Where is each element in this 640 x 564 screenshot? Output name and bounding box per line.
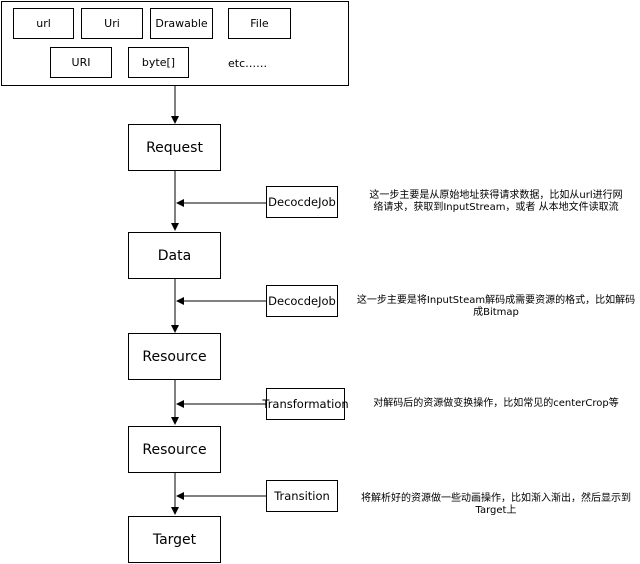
note-transition-line2: Target上: [475, 505, 517, 516]
source-byte-array: byte[]: [128, 47, 189, 78]
note-decode-2-line1: 这一步主要是将InputSteam解码成需要资源的格式，比如解码: [356, 295, 636, 306]
stage-target: Target: [128, 516, 221, 563]
note-transformation: 对解码后的资源做变换操作，比如常见的centerCrop等: [352, 398, 640, 410]
note-decode-1-line1: 这一步主要是从原始地址获得请求数据，比如从url进行网: [369, 190, 623, 201]
source-uri-java: URI: [50, 47, 112, 78]
step-decode-job-2: DecocdeJob: [266, 285, 338, 317]
source-url: url: [13, 8, 74, 39]
note-decode-2: 这一步主要是将InputSteam解码成需要资源的格式，比如解码 成Bitmap: [352, 295, 640, 319]
stage-resource-2: Resource: [128, 426, 221, 473]
note-decode-1: 这一步主要是从原始地址获得请求数据，比如从url进行网 络请求，获取到Input…: [352, 190, 640, 214]
step-transition: Transition: [266, 480, 338, 512]
note-transition: 将解析好的资源做一些动画操作，比如渐入渐出，然后显示到 Target上: [352, 493, 640, 517]
note-transformation-line1: 对解码后的资源做变换操作，比如常见的centerCrop等: [373, 398, 619, 409]
step-decode-job-1: DecocdeJob: [266, 186, 338, 218]
step-transformation: Transformation: [262, 388, 349, 420]
source-uri: Uri: [81, 8, 143, 39]
stage-data: Data: [128, 232, 221, 279]
stage-request: Request: [128, 124, 221, 171]
source-drawable: Drawable: [150, 8, 213, 39]
stage-resource-1: Resource: [128, 333, 221, 380]
note-decode-1-line2: 络请求，获取到InputStream，或者 从本地文件读取流: [373, 202, 619, 213]
note-decode-2-line2: 成Bitmap: [473, 307, 519, 318]
source-file: File: [228, 8, 291, 39]
source-etc-label: etc……: [228, 57, 268, 70]
note-transition-line1: 将解析好的资源做一些动画操作，比如渐入渐出，然后显示到: [361, 493, 631, 504]
